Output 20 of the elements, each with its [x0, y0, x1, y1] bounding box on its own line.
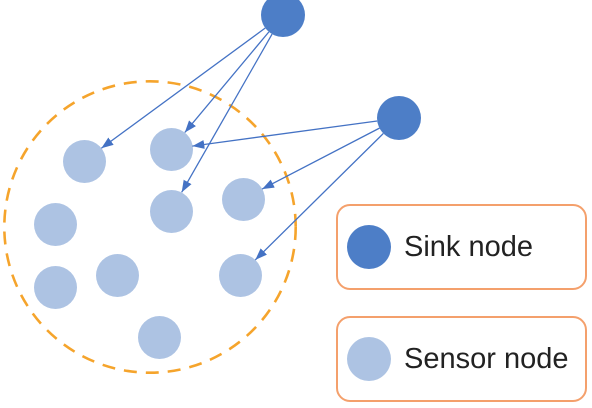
arrow: [100, 28, 266, 149]
arrow: [262, 128, 380, 190]
sensor-field-boundary: [3, 80, 297, 374]
sensor-node: [150, 190, 192, 232]
sensor-node: [34, 202, 76, 246]
legend-label: Sensor node: [404, 342, 568, 376]
sink-node: [261, 0, 305, 37]
sensor-node: [96, 254, 138, 296]
sink-node: [377, 96, 421, 140]
arrow: [192, 120, 378, 149]
arrow: [254, 133, 384, 260]
arrow: [181, 34, 273, 193]
sensor-node: [34, 266, 76, 308]
sensor-node: [218, 254, 262, 296]
sensor-node: [150, 128, 192, 170]
sensor-node: [138, 316, 180, 358]
arrow: [184, 31, 270, 133]
sensor-node: [222, 178, 264, 220]
sensor-node: [62, 140, 106, 182]
legend-label: Sink node: [404, 230, 533, 264]
